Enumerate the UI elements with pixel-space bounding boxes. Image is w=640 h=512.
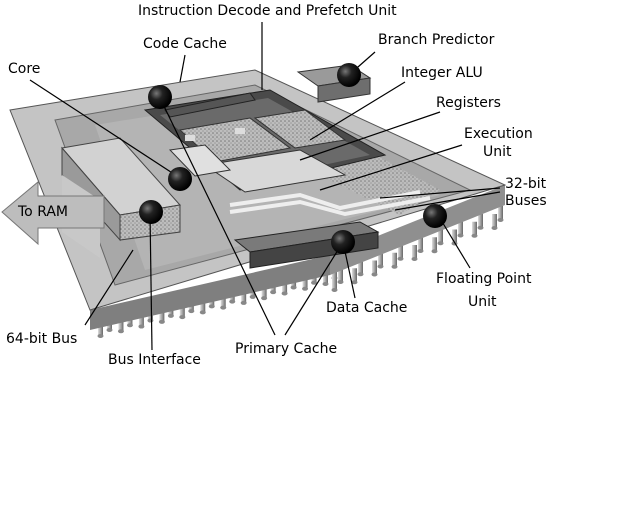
marker-floating-point (423, 204, 447, 228)
label-core: Core (8, 61, 41, 77)
pin (492, 214, 497, 228)
pin (98, 322, 103, 336)
pin (220, 293, 226, 308)
markers (139, 63, 447, 254)
pin (138, 312, 144, 327)
pin (458, 221, 463, 236)
pin (261, 284, 267, 299)
pin-tip (431, 249, 438, 254)
pin-tip (240, 300, 247, 305)
pin-tip (220, 305, 227, 310)
label-branch-predictor: Branch Predictor (378, 32, 495, 48)
pin-tip (377, 264, 384, 269)
pin (412, 245, 417, 259)
label-bus-interface: Bus Interface (108, 352, 201, 368)
pin (200, 298, 206, 313)
pin-tip (208, 304, 215, 309)
pin-tip (117, 329, 124, 334)
pin-tip (331, 288, 338, 292)
label-64bit-bus: 64-bit Bus (6, 331, 78, 347)
pin-tip (491, 226, 498, 230)
pin (398, 244, 403, 259)
pin-tip (311, 280, 318, 285)
core-die (143, 89, 387, 193)
pin-tip (147, 318, 154, 323)
pin (338, 268, 343, 282)
pin (323, 270, 328, 284)
label-to-ram: To RAM (18, 204, 69, 220)
pin-tip (138, 324, 145, 329)
pin-tip (167, 313, 174, 318)
pin (282, 279, 288, 294)
pin-tip (397, 256, 404, 261)
pin-tip (411, 257, 418, 261)
label-execution-unit-1: Execution (464, 126, 533, 142)
pin-tip (302, 286, 309, 291)
marker-bus-interface (139, 200, 163, 224)
pin-tip (417, 249, 424, 253)
label-integer-alu: Integer ALU (401, 65, 483, 81)
pin (418, 237, 423, 251)
pin (498, 206, 503, 220)
pin (302, 274, 308, 289)
bus-lines (229, 190, 431, 217)
pin (352, 268, 357, 283)
pin (392, 252, 397, 267)
pin-tip (199, 310, 206, 315)
pin-tip (371, 272, 378, 277)
pin-tip (97, 334, 104, 338)
pin (358, 260, 363, 275)
pin-tip (471, 233, 478, 238)
pin (241, 288, 247, 303)
pin (452, 229, 457, 244)
pin (118, 317, 124, 332)
marker-core (168, 167, 192, 191)
label-instruction-decode: Instruction Decode and Prefetch Unit (138, 3, 397, 19)
label-floating-point-2: Unit (468, 294, 497, 310)
to-ram-arrow (1, 180, 105, 246)
marker-branch-predictor (337, 63, 361, 87)
pin-tip (249, 294, 256, 299)
label-floating-point-1: Floating Point (436, 271, 532, 287)
label-registers: Registers (436, 95, 501, 111)
label-32bit-buses-1: 32-bit (505, 176, 547, 192)
pin-tip (357, 272, 364, 277)
pin-tip (261, 296, 268, 301)
pin-tip (351, 280, 358, 285)
pin (332, 276, 337, 290)
pin-tip (322, 282, 329, 286)
pin-tip (290, 285, 297, 290)
pin-tip (497, 218, 504, 222)
label-data-cache: Data Cache (326, 300, 408, 316)
label-execution-unit-2: Unit (483, 144, 512, 160)
pin-tip (457, 233, 464, 238)
label-code-cache: Code Cache (143, 36, 227, 52)
pin (159, 307, 165, 322)
pin (438, 229, 443, 244)
pin (179, 303, 185, 318)
pin-tip (437, 241, 444, 246)
pin-tip (188, 309, 195, 314)
pin (478, 213, 483, 228)
pin (472, 221, 477, 236)
pin-tip (477, 225, 484, 230)
marker-data-cache (331, 230, 355, 254)
pin-tip (106, 328, 113, 332)
pin-tip (270, 290, 277, 295)
pin-tip (158, 319, 165, 324)
pin-tip (391, 264, 398, 269)
pin-tip (229, 299, 236, 304)
pin-tip (281, 291, 288, 296)
pin (432, 237, 437, 252)
pin-tip (179, 315, 186, 320)
label-32bit-buses-2: Buses (505, 193, 547, 209)
marker-code-cache (148, 85, 172, 109)
leader-lines (29, 22, 501, 351)
pin (372, 260, 377, 275)
pin-tip (337, 280, 344, 284)
pin-tip (126, 323, 133, 328)
label-primary-cache: Primary Cache (235, 341, 338, 357)
pin (378, 252, 383, 267)
